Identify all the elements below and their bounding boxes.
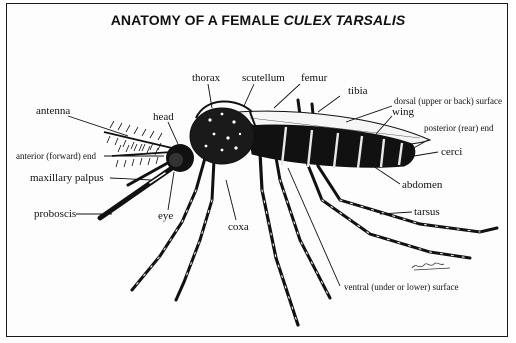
label-posterior-end: posterior (rear) end bbox=[424, 123, 494, 133]
label-femur: femur bbox=[301, 72, 328, 84]
label-tibia: tibia bbox=[348, 85, 368, 97]
label-eye: eye bbox=[158, 210, 173, 222]
label-abdomen: abdomen bbox=[402, 179, 443, 191]
label-wing: wing bbox=[392, 106, 415, 118]
label-ventral-surface: ventral (under or lower) surface bbox=[344, 282, 458, 292]
label-dorsal-surface: dorsal (upper or back) surface bbox=[394, 96, 502, 106]
mosquito-antennae bbox=[104, 121, 172, 167]
label-proboscis: proboscis bbox=[34, 208, 76, 220]
mosquito-thorax bbox=[190, 101, 256, 164]
label-head: head bbox=[153, 111, 174, 123]
mosquito-head bbox=[166, 144, 194, 172]
label-coxa: coxa bbox=[228, 221, 249, 233]
label-scutellum: scutellum bbox=[242, 72, 285, 84]
label-thorax: thorax bbox=[192, 72, 221, 84]
label-cerci: cerci bbox=[441, 146, 462, 158]
label-antenna: antenna bbox=[36, 105, 70, 117]
label-tarsus: tarsus bbox=[414, 206, 440, 218]
label-maxillary-palpus: maxillary palpus bbox=[30, 172, 104, 184]
label-anterior-end: anterior (forward) end bbox=[16, 151, 96, 161]
artist-signature bbox=[412, 263, 450, 270]
